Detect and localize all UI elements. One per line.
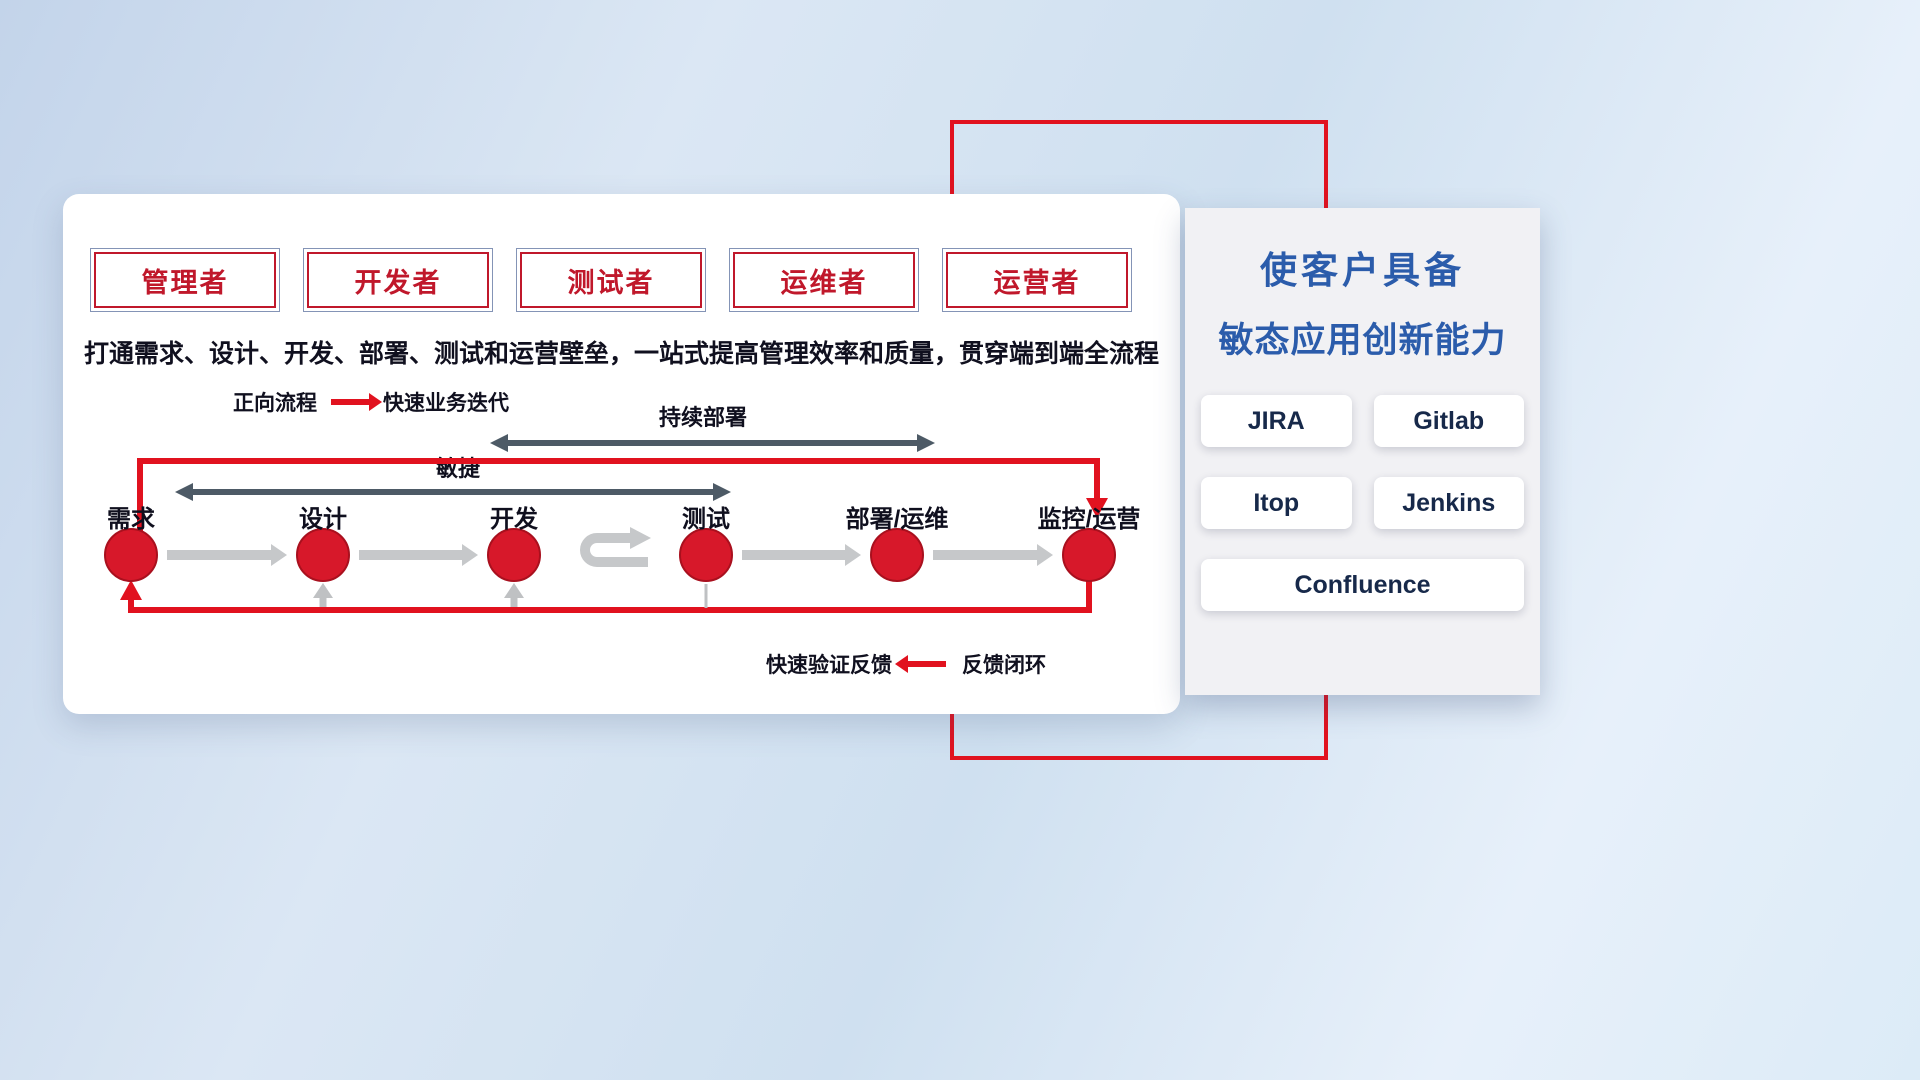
- tool-button-confluence: Confluence: [1201, 559, 1524, 611]
- stage-node: [296, 528, 350, 582]
- stage-node: [870, 528, 924, 582]
- flow-diagram: 持续部署 敏捷: [104, 405, 1140, 613]
- iteration-loop-icon: [580, 527, 651, 567]
- roles-row: 管理者 开发者 测试者 运维者 运营者: [90, 248, 1132, 312]
- role-label: 测试者: [520, 252, 702, 308]
- role-box-developer: 开发者: [303, 248, 493, 312]
- tool-button-gitlab: Gitlab: [1373, 395, 1524, 447]
- tool-button-jenkins: Jenkins: [1373, 477, 1524, 529]
- role-label: 运营者: [946, 252, 1128, 308]
- stage-arrows: [167, 544, 1053, 566]
- flow-description: 打通需求、设计、开发、部署、测试和运营壁垒，一站式提高管理效率和质量，贯穿端到端…: [83, 340, 1159, 368]
- tools-grid: JIRA Gitlab Itop Jenkins Confluence: [1201, 395, 1524, 611]
- role-label: 运维者: [733, 252, 915, 308]
- stage-node: [1062, 528, 1116, 582]
- continuous-deployment-label: 持续部署: [659, 405, 747, 430]
- stage-label: 设计: [299, 506, 347, 533]
- continuous-deployment-arrow: 持续部署: [490, 405, 935, 452]
- red-right-arrow-icon: [331, 393, 382, 411]
- tool-button-itop: Itop: [1201, 477, 1352, 529]
- stage-labels: 需求 设计 开发 测试 部署/运维 监控/运营: [107, 505, 1140, 533]
- role-box-operator: 运营者: [942, 248, 1132, 312]
- stage-node: [104, 528, 158, 582]
- legend-forward-value: 快速业务迭代: [383, 392, 509, 415]
- role-box-manager: 管理者: [90, 248, 280, 312]
- panel-title-line2: 敏态应用创新能力: [1218, 321, 1507, 360]
- stage-label: 监控/运营: [1038, 505, 1141, 533]
- legend-feedback-value: 反馈闭环: [962, 654, 1046, 677]
- stage-node: [487, 528, 541, 582]
- role-label: 开发者: [307, 252, 489, 308]
- panel-title: 使客户具备 敏态应用创新能力: [1185, 208, 1540, 363]
- legend-forward-label: 正向流程: [233, 392, 317, 415]
- devops-flow-card: 持续部署 敏捷: [63, 194, 1180, 714]
- stage-label: 需求: [107, 506, 155, 533]
- red-left-arrow-icon: [895, 655, 946, 673]
- stage-label: 开发: [490, 505, 538, 533]
- stage-nodes: [104, 528, 1116, 582]
- role-box-tester: 测试者: [516, 248, 706, 312]
- tool-button-jira: JIRA: [1201, 395, 1352, 447]
- stage-label: 测试: [682, 506, 730, 533]
- capability-panel: 使客户具备 敏态应用创新能力 JIRA Gitlab Itop Jenkins …: [1185, 208, 1540, 695]
- legend-feedback-label: 快速验证反馈: [766, 654, 892, 677]
- panel-title-line1: 使客户具备: [1260, 250, 1465, 291]
- feedback-up-arrows: [313, 583, 708, 608]
- legend-feedback: 快速验证反馈 反馈闭环: [766, 650, 1046, 678]
- feedback-loop-line: [120, 580, 1092, 613]
- legend-forward: 正向流程 快速业务迭代: [233, 388, 509, 416]
- stage-label: 部署/运维: [846, 505, 949, 533]
- role-label: 管理者: [94, 252, 276, 308]
- stage-node: [679, 528, 733, 582]
- role-box-ops: 运维者: [729, 248, 919, 312]
- forward-loop-line: [137, 458, 1108, 532]
